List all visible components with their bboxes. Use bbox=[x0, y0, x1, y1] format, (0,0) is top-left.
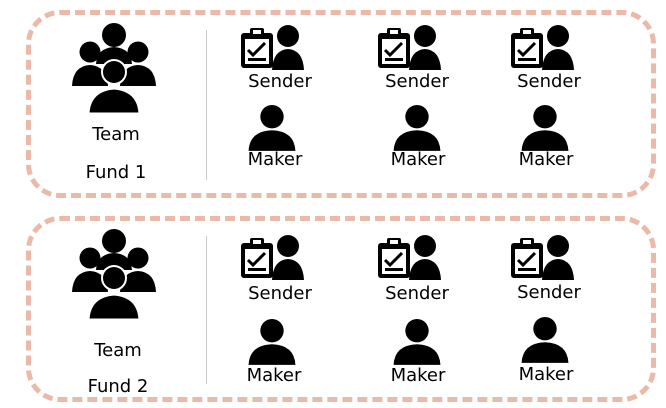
sender-label: Sender bbox=[248, 71, 312, 92]
sender-label: Sender bbox=[517, 282, 581, 303]
fund-2-group bbox=[26, 216, 656, 402]
sender-clipboard-person-icon bbox=[509, 234, 577, 280]
sender-clipboard-person-icon bbox=[239, 234, 307, 280]
sender-label: Sender bbox=[385, 283, 449, 304]
sender-clipboard-person-icon bbox=[376, 24, 444, 70]
person-icon bbox=[518, 316, 572, 363]
fund-label: Fund 2 bbox=[87, 376, 149, 397]
team-label: Team bbox=[94, 340, 142, 361]
person-icon bbox=[245, 104, 299, 151]
team-icon bbox=[66, 22, 162, 114]
sender-label: Sender bbox=[517, 71, 581, 92]
sender-clipboard-person-icon bbox=[509, 24, 577, 70]
person-icon bbox=[390, 104, 444, 151]
person-icon bbox=[518, 104, 572, 151]
sender-label: Sender bbox=[248, 283, 312, 304]
fund-1-divider bbox=[206, 30, 207, 180]
maker-label: Maker bbox=[390, 365, 446, 386]
team-icon bbox=[66, 228, 162, 320]
maker-label: Maker bbox=[246, 365, 302, 386]
maker-label: Maker bbox=[390, 149, 446, 170]
maker-label: Maker bbox=[518, 149, 574, 170]
maker-label: Maker bbox=[247, 149, 303, 170]
person-icon bbox=[390, 318, 444, 365]
sender-label: Sender bbox=[385, 71, 449, 92]
person-icon bbox=[245, 318, 299, 365]
team-label: Team bbox=[92, 124, 140, 145]
fund-1-group bbox=[26, 10, 656, 198]
sender-clipboard-person-icon bbox=[239, 24, 307, 70]
fund-2-divider bbox=[206, 236, 207, 384]
sender-clipboard-person-icon bbox=[376, 234, 444, 280]
maker-label: Maker bbox=[518, 364, 574, 385]
fund-label: Fund 1 bbox=[85, 162, 147, 183]
